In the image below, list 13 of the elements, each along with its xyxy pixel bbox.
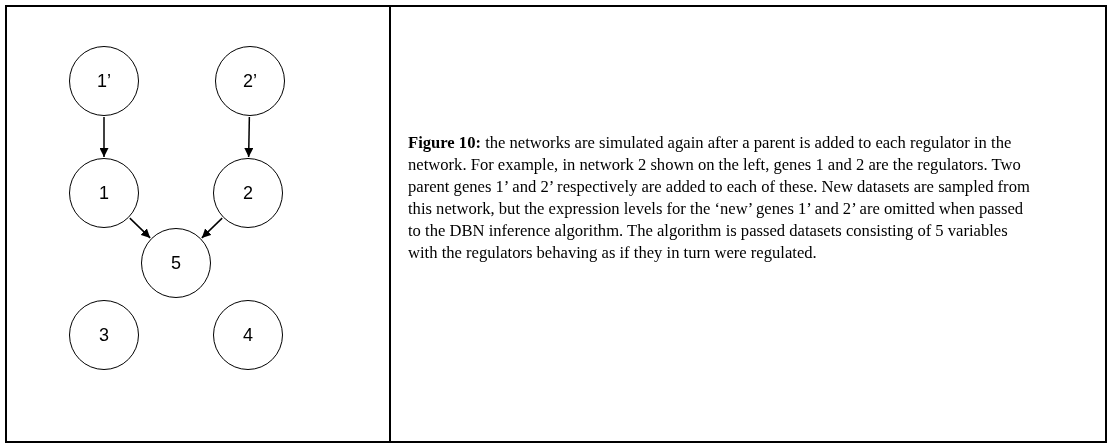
node-label: 2’ [243, 70, 257, 92]
node-label: 2 [243, 182, 253, 204]
node-label: 5 [171, 252, 181, 274]
arrow [244, 116, 254, 158]
node-label: 4 [243, 324, 253, 346]
arrow [201, 217, 223, 239]
node-label: 1 [99, 182, 109, 204]
arrow [99, 116, 109, 158]
figure-caption: Figure 10: the networks are simulated again after a parent is added to each regulator in the network. For example, in network 2 shown on the left, genes 1 and 2 are the regulators. Two parent genes 1’ and 2’ respectively are added to each of these. New datasets are sampled from this network, but the expression levels for the ‘new’ genes 1’ and 2’ are omitted when passed to the DBN inference algorithm. The algorithm is passed datasets consisting of 5 variables with the regulators behaving as if they in turn were regulated. [408, 132, 1031, 264]
arrow [129, 217, 151, 239]
node-label: 1’ [97, 70, 111, 92]
node-label: 3 [99, 324, 109, 346]
gene-node [141, 228, 211, 298]
